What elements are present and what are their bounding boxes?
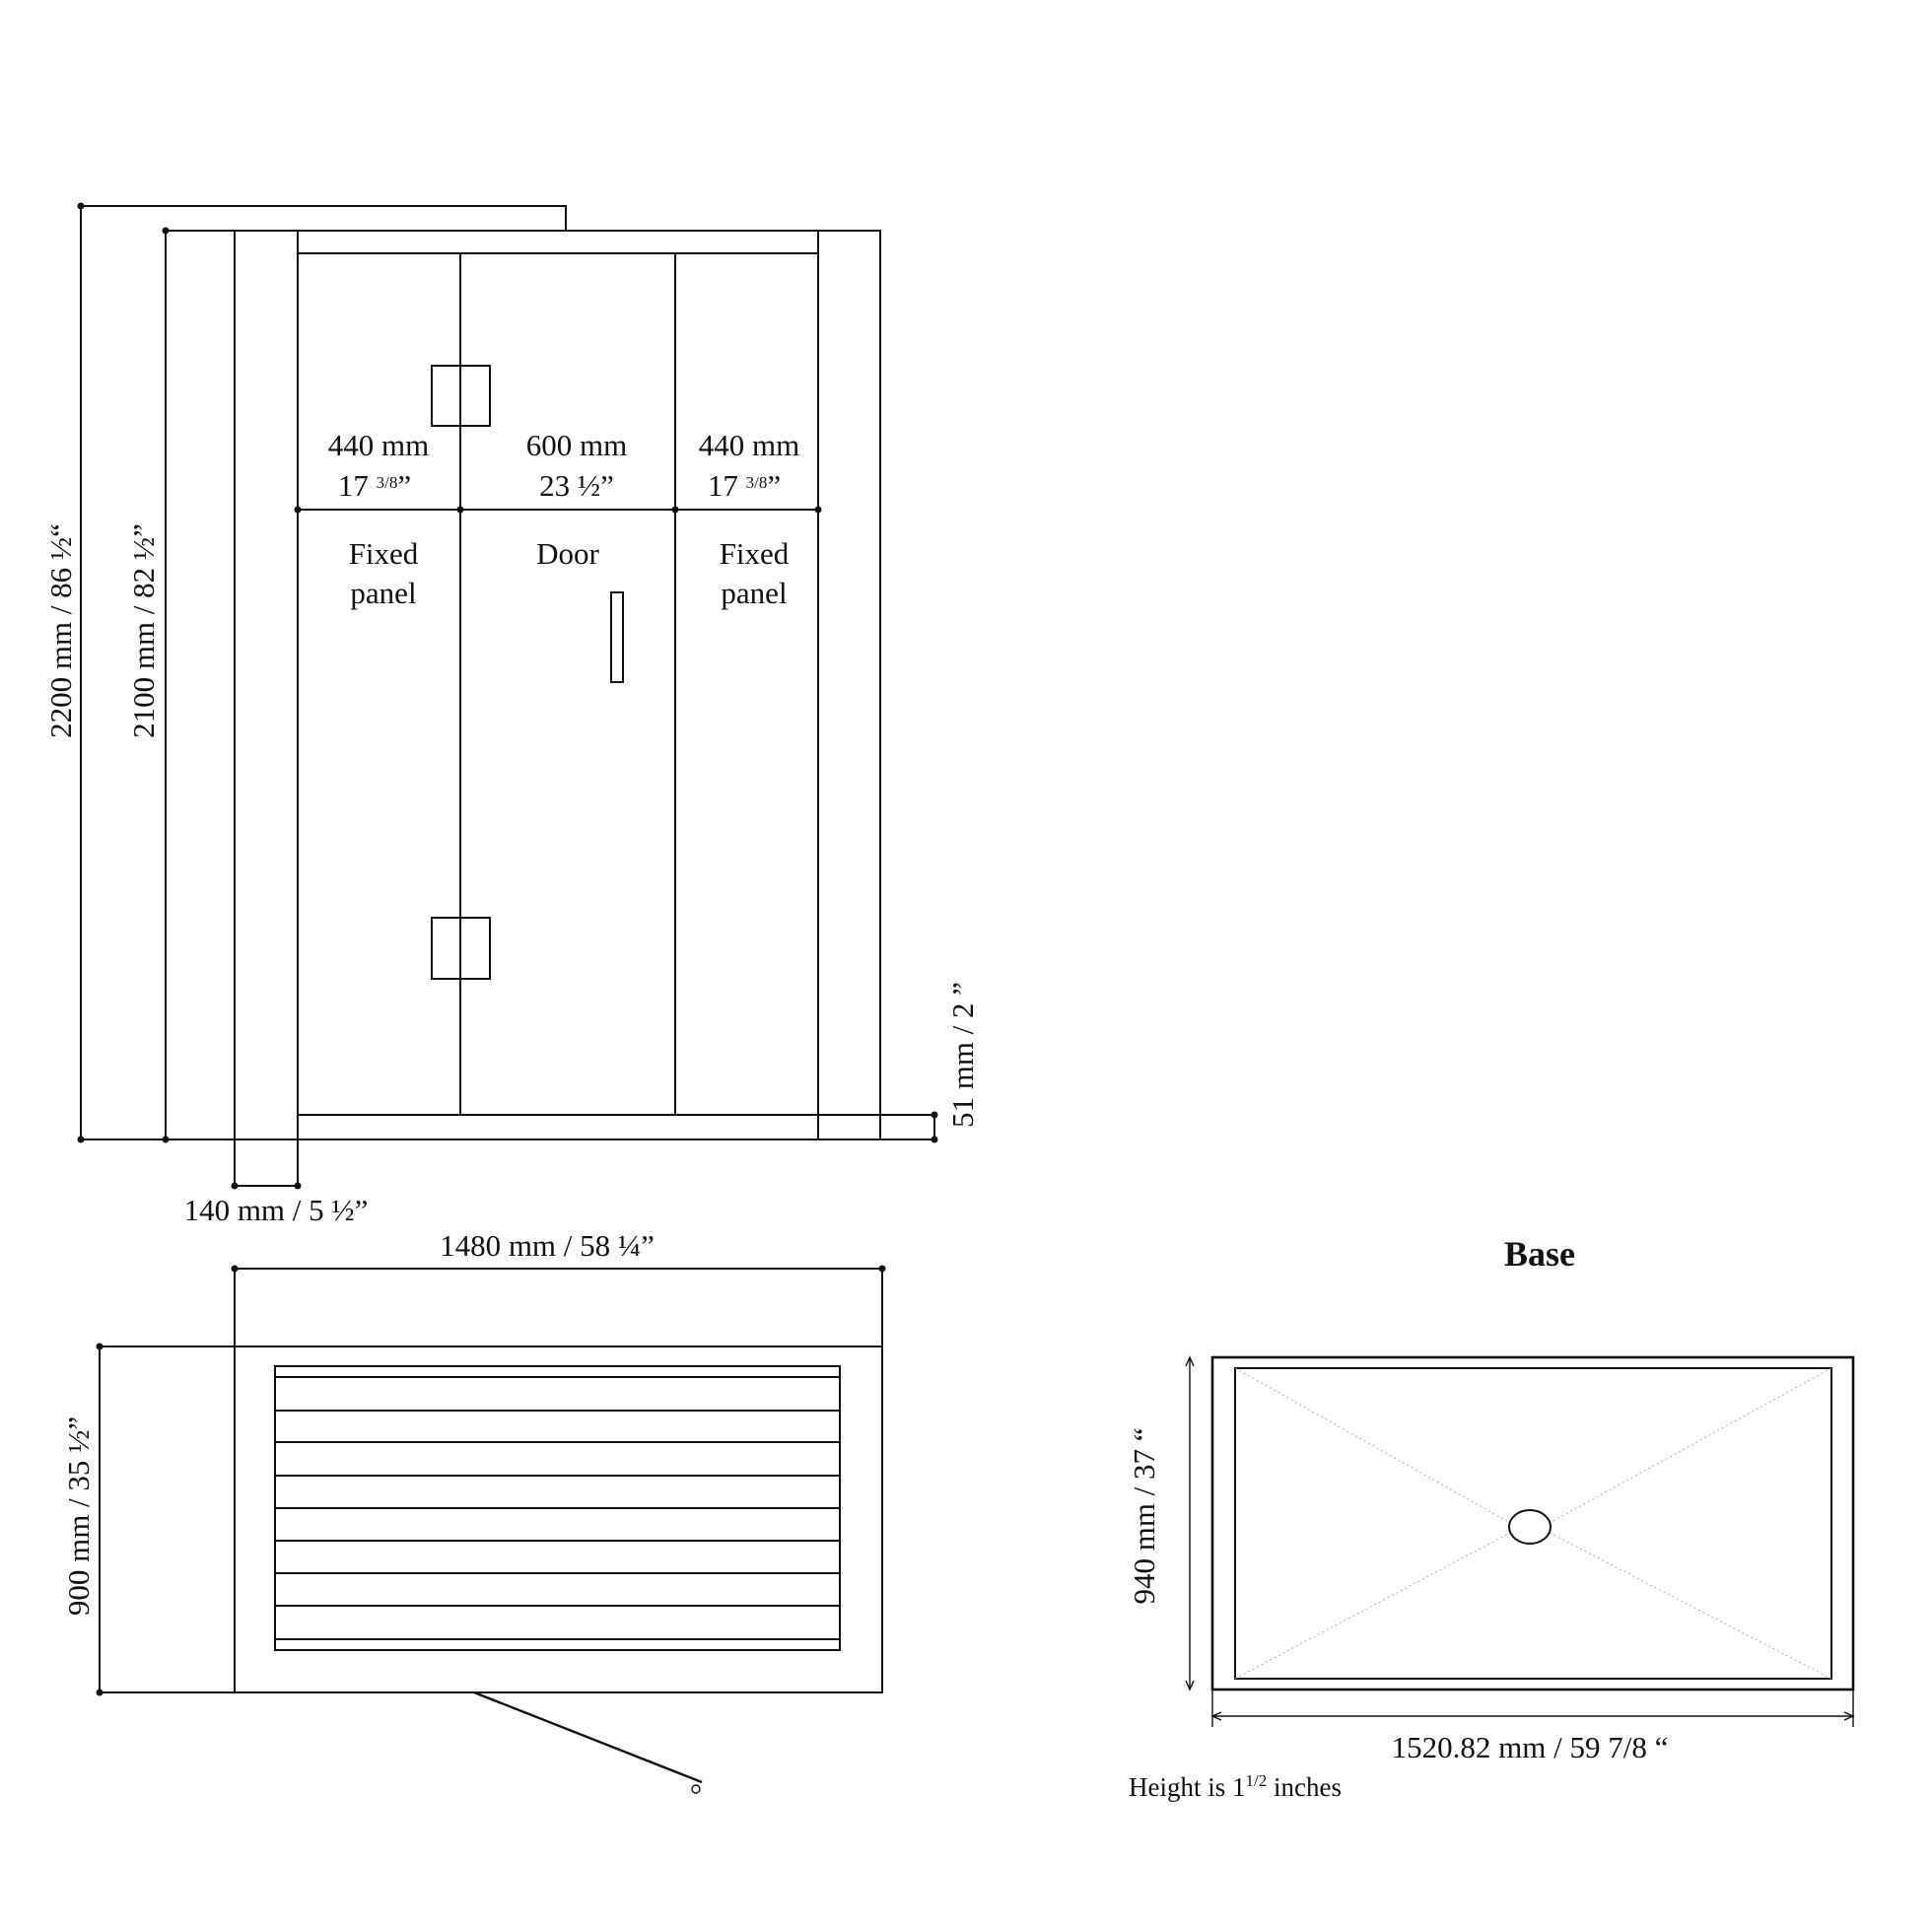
overall-height-label: 2200 mm / 86 ½“	[43, 523, 78, 738]
panel-3-width-mm: 440 mm	[699, 428, 799, 462]
panel-3-label-line-2: panel	[721, 576, 787, 610]
upper-hinge	[431, 365, 491, 427]
panel-1-label-line-2: panel	[350, 576, 416, 610]
plan-view: 1480 mm / 58 ¼” 900 mm / 35 ½”	[61, 1228, 886, 1794]
lower-hinge	[431, 917, 491, 980]
plan-width-label: 1480 mm / 58 ¼”	[440, 1228, 655, 1263]
base-depth-label: 940 mm / 37 “	[1127, 1427, 1161, 1604]
side-depth-label: 140 mm / 5 ½”	[184, 1193, 369, 1227]
base-width-arrow-right	[1843, 1711, 1855, 1721]
dim-dot	[96, 1343, 104, 1350]
slope-line	[1234, 1532, 1511, 1680]
dim-dot	[294, 506, 302, 514]
slope-line	[1234, 1367, 1511, 1524]
base-tray-outer	[1210, 1355, 1855, 1691]
dim-dot	[931, 1111, 938, 1119]
slope-line	[1549, 1367, 1832, 1524]
base-tray-inner	[1234, 1367, 1832, 1680]
base-height-label: 51 mm / 2 ”	[945, 982, 980, 1128]
slope-line	[1549, 1532, 1832, 1680]
panel-1-label-line-1: Fixed	[349, 536, 419, 571]
dim-dot	[878, 1265, 886, 1273]
frame-height-label: 2100 mm / 82 ½”	[126, 523, 161, 738]
panel-1-width-mm: 440 mm	[328, 428, 429, 462]
door-swing-pivot	[691, 1784, 701, 1794]
dim-dot	[931, 1136, 938, 1143]
base-depth-arrow-top	[1185, 1355, 1195, 1367]
dim-dot	[231, 1265, 239, 1273]
plan-enclosure-outline	[234, 1346, 883, 1693]
plan-depth-label: 900 mm / 35 ½”	[61, 1416, 96, 1616]
base-title: Base	[1504, 1234, 1575, 1274]
base-height-note: Height is 11/2 inches	[1129, 1771, 1342, 1802]
door-swing-line	[473, 1690, 703, 1784]
dim-dot	[456, 506, 464, 514]
dim-dot	[162, 1136, 170, 1143]
dim-dot	[77, 202, 85, 210]
dim-dot	[231, 1182, 239, 1190]
outer-frame	[234, 230, 881, 1140]
door-label: Door	[536, 536, 599, 571]
base-width-label: 1520.82 mm / 59 7/8 “	[1392, 1730, 1669, 1764]
door-width-in: 23 ½”	[539, 468, 614, 503]
panel-3-label-line-1: Fixed	[720, 536, 790, 571]
dim-dot	[162, 227, 170, 235]
overall-height-top-offset	[545, 205, 567, 231]
dim-dot	[294, 1182, 302, 1190]
dim-dot	[671, 506, 679, 514]
door-width-mm: 600 mm	[526, 428, 627, 462]
dim-dot	[96, 1689, 104, 1696]
base-width-arrow-left	[1210, 1711, 1222, 1721]
dim-dot	[814, 506, 822, 514]
base-depth-arrow-bottom	[1185, 1680, 1195, 1691]
front-elevation: 440 mm 17 3/8” Fixed panel 600 mm 23 ½” …	[43, 202, 980, 1227]
door-handle	[610, 591, 624, 683]
drain-icon	[1508, 1509, 1552, 1545]
dim-dot	[77, 1136, 85, 1143]
panel-1-width-in: 17 3/8”	[338, 468, 411, 503]
base-view: Base 940 mm / 37 “ 1520.82 mm / 59 7/8 “…	[1127, 1234, 1855, 1802]
panel-3-width-in: 17 3/8”	[708, 468, 781, 503]
